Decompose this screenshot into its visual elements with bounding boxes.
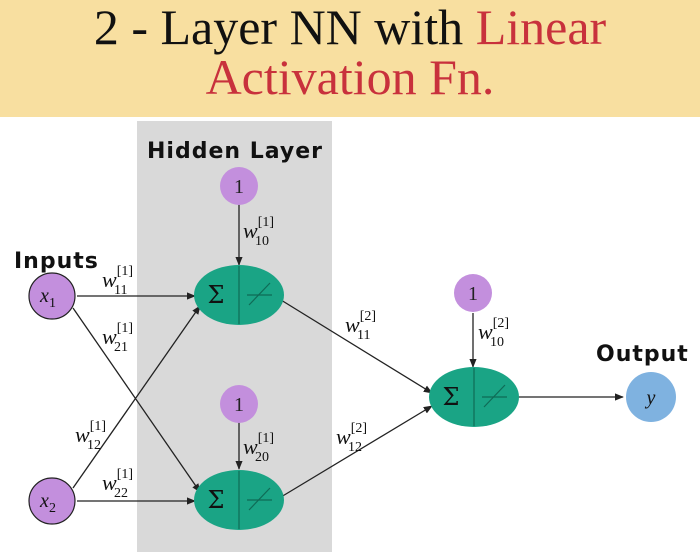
weight-w12-2: w[2]12	[336, 421, 367, 455]
edge-x2-h1	[72, 305, 201, 489]
weight-w11-2: w[2]11	[345, 309, 376, 343]
hidden-neuron-2: Σ	[194, 470, 284, 530]
title-accent-2: Activation Fn.	[205, 49, 495, 105]
hidden-layer-label: Hidden Layer	[147, 139, 323, 164]
weight-w11-1: w[1]11	[102, 264, 133, 298]
svg-text:x2: x2	[39, 490, 56, 516]
edge-x1-h2	[72, 307, 201, 493]
sum-icon: Σ	[208, 281, 225, 309]
title-accent-1: Linear	[475, 0, 607, 55]
weight-w20-1: w[1]20	[243, 431, 274, 465]
output-neuron: Σ	[429, 367, 519, 427]
edge-h2-out	[280, 405, 433, 498]
weight-w22-1: w[1]22	[102, 467, 133, 501]
edge-h1-out	[280, 299, 433, 394]
sum-icon: Σ	[443, 383, 460, 411]
bias-node-hidden-2: 1	[220, 385, 258, 423]
linear-activation-icon	[247, 282, 272, 306]
output-label: Output	[596, 342, 689, 367]
x1-base: x	[39, 285, 49, 307]
weight-w12-1: w[1]12	[75, 419, 106, 453]
linear-activation-icon	[247, 487, 272, 511]
weight-w10-2: w[2]10	[478, 316, 509, 350]
title-part-1: 2 - Layer NN with	[93, 0, 476, 55]
x2-base: x	[39, 490, 49, 512]
input-node-x2: x2	[28, 477, 76, 525]
weight-w21-1: w[1]21	[102, 321, 133, 355]
linear-activation-icon	[482, 384, 507, 408]
bias-node-output: 1	[454, 274, 492, 312]
bias-node-hidden-1: 1	[220, 167, 258, 205]
input-node-x1: x1	[28, 272, 76, 320]
svg-text:x1: x1	[39, 285, 56, 311]
inputs-label: Inputs	[14, 249, 99, 274]
x2-sub: 2	[49, 501, 56, 516]
output-node-y: y	[626, 372, 676, 422]
bias-label: 1	[234, 394, 244, 416]
weight-w10-1: w[1]10	[243, 215, 274, 249]
bias-label: 1	[468, 283, 478, 305]
title-banner: 2 - Layer NN with Linear Activation Fn.	[0, 0, 700, 117]
hidden-neuron-1: Σ	[194, 265, 284, 325]
sum-icon: Σ	[208, 486, 225, 514]
slide-title: 2 - Layer NN with Linear Activation Fn.	[0, 2, 700, 102]
y-label: y	[645, 387, 656, 409]
x1-sub: 1	[49, 296, 56, 311]
bias-label: 1	[234, 176, 244, 198]
